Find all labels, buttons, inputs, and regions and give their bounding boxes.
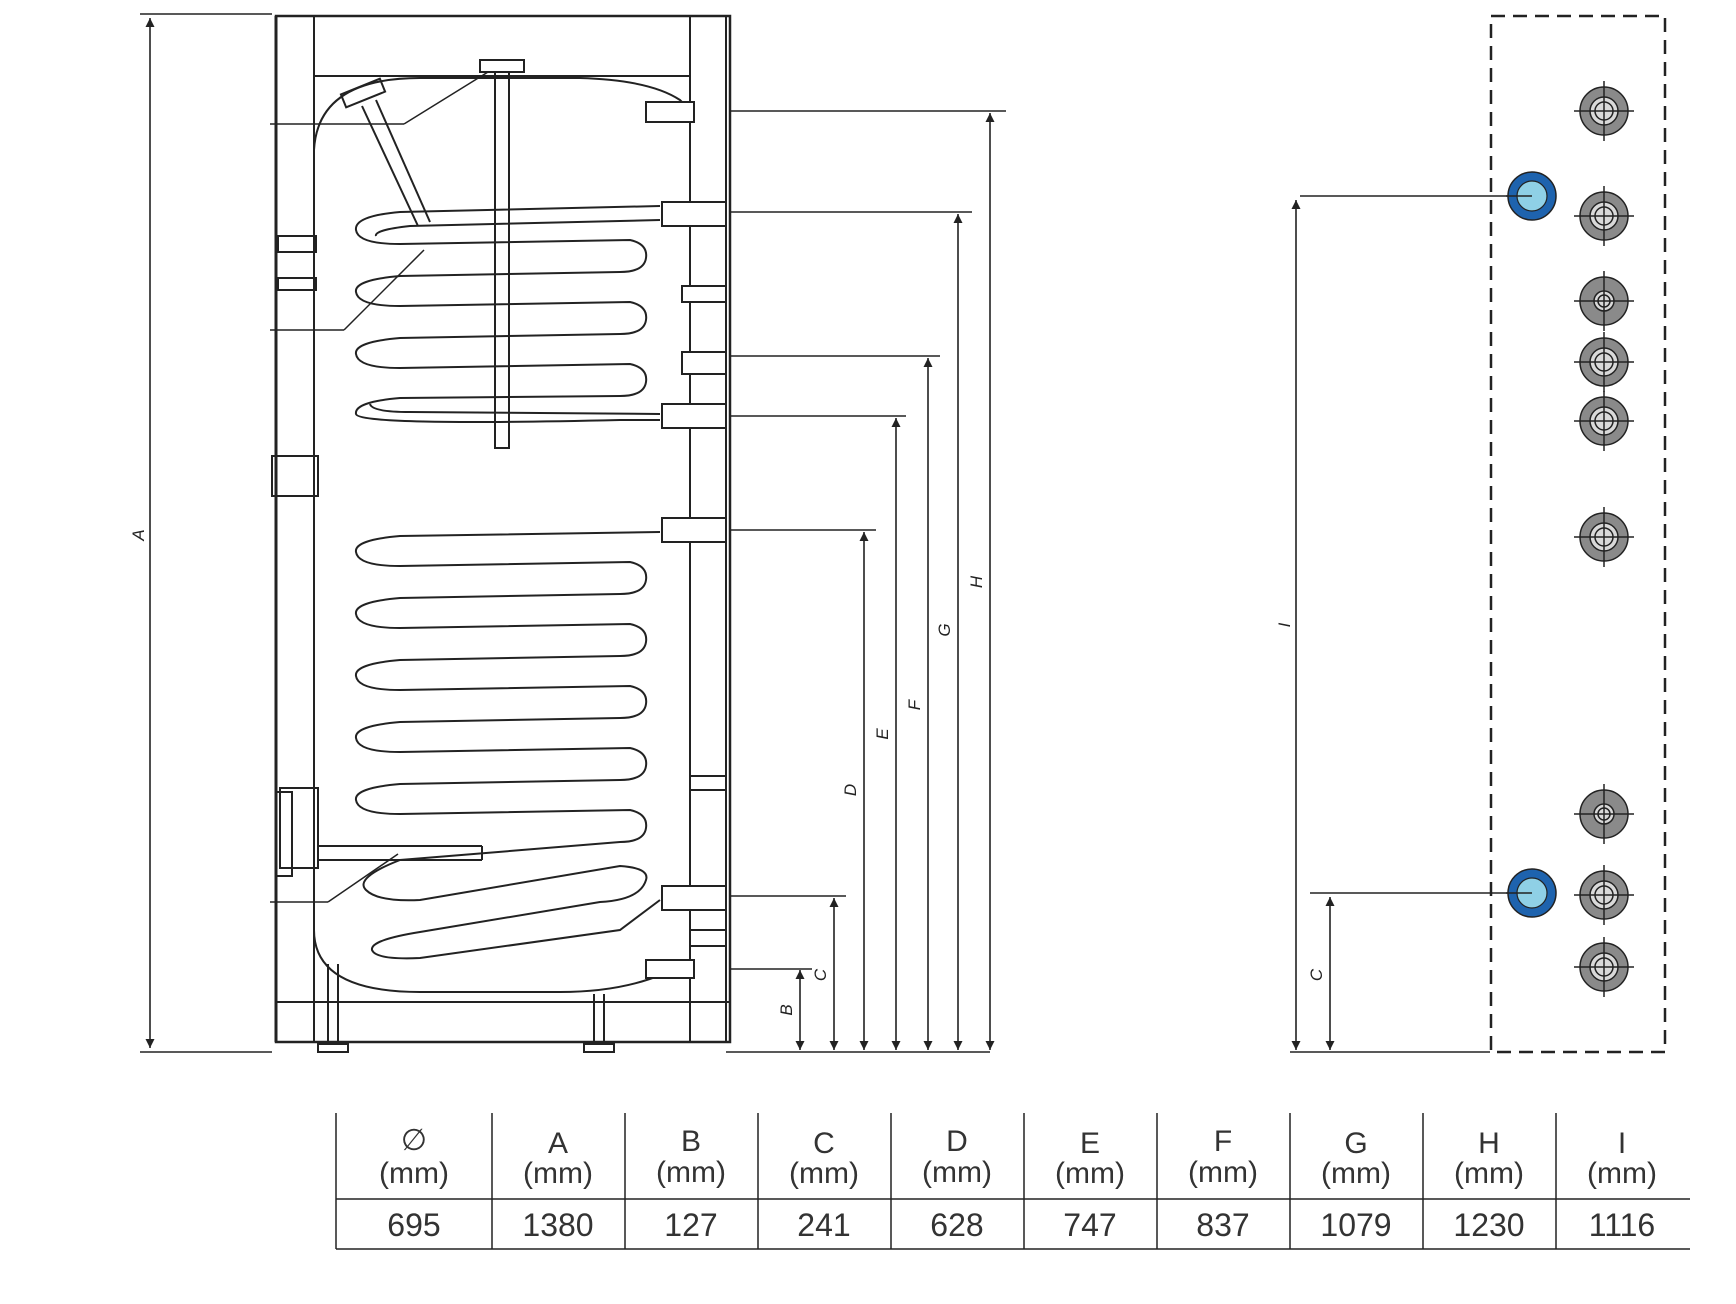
anode-rod [494,71,510,449]
grey-connection [1574,271,1634,331]
value-diameter: 695 [387,1207,440,1243]
value-B: 127 [664,1207,717,1243]
col-header-B: B [681,1125,701,1158]
upper-heating-coil [354,205,661,423]
dimension-table: ∅ A B C D E F G H I (mm) (mm) (mm) (mm) … [335,1113,1690,1250]
grey-connection [1574,81,1634,141]
side-view-outline [1489,14,1667,1054]
col-header-F: F [1214,1125,1232,1158]
col-header-H: H [1478,1127,1500,1160]
value-D: 628 [930,1207,983,1243]
unit-label: (mm) [379,1157,449,1190]
col-header-I: I [1618,1127,1626,1160]
front-dimensions [140,13,1006,1053]
dim-label-F: F [905,698,924,710]
unit-label: (mm) [1587,1157,1657,1190]
dim-label-A: A [129,529,148,541]
right-connections [645,101,727,979]
flange-bottom [279,787,319,869]
base-plate [275,1001,731,1043]
grey-connection [1574,186,1634,246]
grey-connection [1574,865,1634,925]
lower-heating-coil [354,531,661,960]
dim-label-I: I [1275,622,1294,627]
value-E: 747 [1063,1207,1116,1243]
dim-label-D: D [841,784,860,796]
value-I: 1116 [1589,1207,1655,1243]
dim-label-B: B [777,1004,796,1015]
tank-front-view [270,14,732,1053]
unit-label: (mm) [1454,1157,1524,1190]
col-header-E: E [1080,1127,1100,1160]
value-F: 837 [1196,1207,1249,1243]
grey-connection [1574,937,1634,997]
col-header-A: A [548,1127,568,1160]
value-G: 1079 [1320,1207,1391,1243]
col-header-diameter: ∅ [401,1124,427,1157]
grey-connections [1574,81,1634,997]
value-A: 1380 [522,1207,593,1243]
blue-connection-top [1506,171,1557,221]
unit-label: (mm) [1055,1157,1125,1190]
dim-label-E: E [873,728,892,740]
value-C: 241 [797,1207,850,1243]
tank-side-view: I C [1275,14,1667,1054]
grey-connection [1574,332,1634,392]
unit-label: (mm) [656,1156,726,1189]
dim-label-G: G [935,623,954,636]
dim-label-H: H [967,575,986,588]
unit-label: (mm) [1321,1157,1391,1190]
unit-label: (mm) [523,1157,593,1190]
col-header-G: G [1344,1127,1367,1160]
left-column [275,15,315,1043]
dim-label-C: C [811,968,830,981]
unit-label: (mm) [922,1156,992,1189]
unit-label: (mm) [1188,1156,1258,1189]
grey-connection [1574,391,1634,451]
grey-connection [1574,507,1634,567]
value-H: 1230 [1453,1207,1524,1243]
blue-connection-bottom [1506,868,1557,918]
front-dimension-labels: A B C D E F G H [129,529,986,1015]
col-header-C: C [813,1127,835,1160]
flange-mid [271,455,319,497]
dim-label-C-side: C [1307,968,1326,981]
grey-connection [1574,784,1634,844]
anode-cap [479,59,525,73]
col-header-D: D [946,1125,968,1158]
unit-label: (mm) [789,1157,859,1190]
